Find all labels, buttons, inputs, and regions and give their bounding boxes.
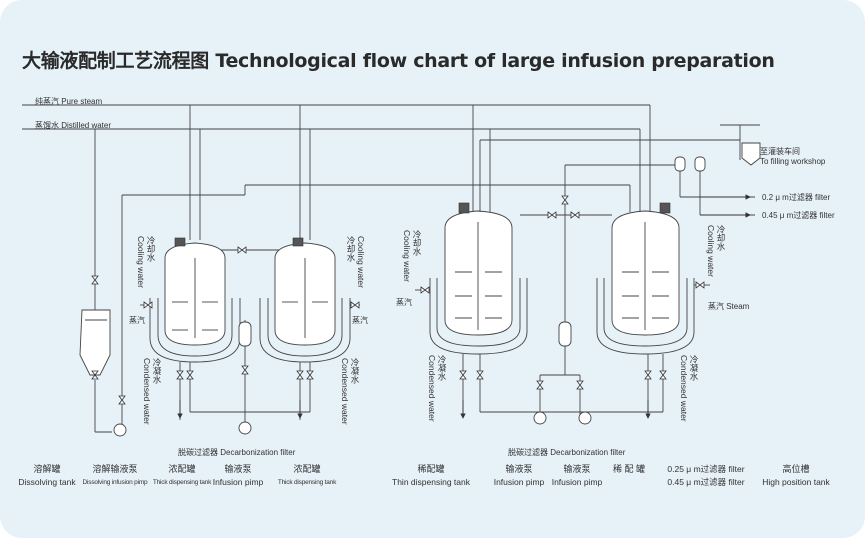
decarb-filter-right — [558, 321, 572, 347]
cooling-water-cn-4: 冷却水 — [716, 225, 726, 251]
cooling-water-en-3: Cooling water — [402, 230, 412, 282]
cooling-water-cn-1: 冷却水 — [146, 236, 156, 262]
condensed-water-en-4: Condensed water — [679, 355, 689, 422]
infusion-pump-left — [238, 421, 252, 435]
infusion-pump-right-2 — [578, 411, 592, 425]
pure-steam-label: 纯蒸汽 Pure steam — [35, 97, 103, 106]
steam-label-2: 蒸汽 — [352, 316, 368, 325]
equip-thin-tank-2: 稀 配 罐 — [612, 464, 645, 474]
filter-025 — [674, 156, 686, 172]
cooling-water-cn-3: 冷却水 — [412, 230, 422, 256]
cooling-water-en-1: Cooling water — [136, 236, 146, 288]
distilled-water-label: 蒸馏水 Distilled water — [35, 121, 112, 130]
condensed-water-cn-3: 冷凝水 — [437, 355, 447, 381]
decarb-filter-label-1: 脱碳过滤器 Decarbonization filter — [178, 448, 296, 457]
condensed-water-cn-2: 冷凝水 — [350, 358, 360, 384]
page-title: 大输液配制工艺流程图 Technological flow chart of l… — [22, 50, 775, 72]
agitator-motors — [174, 202, 671, 247]
high-position-tank — [741, 142, 761, 166]
to-filling-cn: 至灌装车间 — [760, 147, 800, 156]
filter-045-label: 0.45 μ m过滤器 filter — [762, 211, 835, 220]
condensed-water-cn-1: 冷凝水 — [152, 358, 162, 384]
to-filling-en: To filling workshop — [760, 157, 826, 166]
filter-045 — [694, 156, 706, 172]
flow-arrows — [177, 194, 751, 419]
condensed-water-cn-4: 冷凝水 — [689, 355, 699, 381]
cooling-water-cn-2: 冷却水 — [346, 236, 356, 262]
pipework — [22, 104, 760, 433]
infusion-pump-right-1 — [533, 411, 547, 425]
steam-label-1: 蒸汽 — [129, 316, 145, 325]
decarb-filter-left — [238, 321, 252, 347]
dissolving-pump — [113, 423, 127, 437]
steam-label-4: 蒸汽 Steam — [708, 302, 750, 311]
condensed-water-en-1: Condensed water — [142, 358, 152, 425]
cooling-water-en-4: Cooling water — [706, 225, 716, 277]
condensed-water-en-2: Condensed water — [340, 358, 350, 425]
cooling-water-en-2: Cooling water — [356, 236, 366, 288]
filter-02-label: 0.2 μ m过滤器 filter — [762, 193, 831, 202]
condensed-water-en-3: Condensed water — [427, 355, 437, 422]
equipment-symbols — [113, 142, 761, 437]
decarb-filter-label-2: 脱碳过滤器 Decarbonization filter — [508, 448, 626, 457]
steam-label-3: 蒸汽 — [396, 298, 412, 307]
